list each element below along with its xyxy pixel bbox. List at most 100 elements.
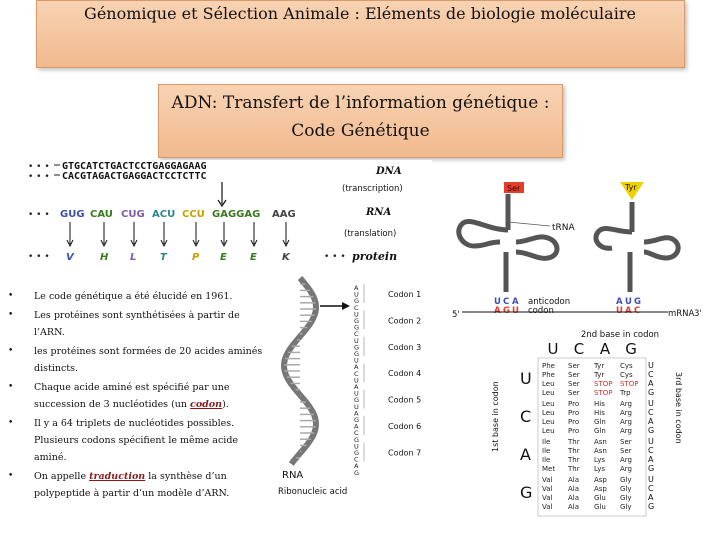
nucleotide: C (503, 297, 509, 307)
amino-acid-cell: His (594, 400, 605, 408)
nucleotide: G (634, 297, 641, 307)
amino-acid-cell: Glu (594, 494, 606, 502)
rna-fig-label: RNA (282, 470, 303, 481)
bullet-item: •On appelle traduction la synthèse d’un … (8, 468, 270, 502)
amino-acid-cell: Arg (620, 418, 632, 426)
amino-acid-cell: Pro (568, 418, 579, 426)
ser-label: Ser (507, 184, 521, 193)
five-prime-label: 5' (452, 310, 460, 320)
rna-codon: GUG (60, 209, 85, 220)
amino-acid-cell: Ser (568, 380, 580, 388)
codon-label: Codon 5 (388, 396, 421, 405)
first-base: A (520, 445, 531, 464)
anticodon-label: anticodon (528, 297, 570, 307)
title-banner (36, 0, 685, 68)
subtitle-line-2: Code Génétique (291, 121, 430, 141)
amino-acid-cell: Leu (542, 400, 555, 408)
amino-acid-cell: Leu (542, 409, 555, 417)
rna-base: G (354, 469, 359, 477)
amino-acid-cell: Cys (620, 362, 633, 370)
codon-label: Codon 6 (388, 422, 421, 431)
three-prime-label: 3' (694, 309, 702, 319)
third-base: U (648, 399, 654, 408)
amino-acid-cell: Arg (620, 465, 632, 473)
transcription-label: (transcription) (342, 184, 403, 194)
amino-acid-cell: Pro (568, 427, 579, 435)
rna-base: G (354, 343, 359, 351)
amino-acid: E (250, 252, 257, 263)
bullet-list: •Le code génétique a été élucidé en 1961… (8, 288, 270, 504)
rna-base: U (354, 376, 359, 384)
bullet-dot-icon: • (8, 310, 14, 320)
amino-acid-cell: Glu (594, 503, 606, 511)
third-base: A (648, 379, 654, 388)
amino-acid-cell: Val (542, 476, 553, 484)
amino-acid-cell: Thr (567, 456, 580, 464)
amino-acid: H (100, 252, 109, 263)
rna-base: U (354, 442, 359, 450)
dna-bottom-strand: CACGTAGACTGAGGACTCCTCTTC (62, 171, 207, 182)
amino-acid-cell: Asp (594, 485, 607, 493)
rna-base: G (354, 449, 359, 457)
third-base: C (648, 446, 654, 455)
amino-acid-cell: Ala (568, 485, 579, 493)
rna-base: U (354, 403, 359, 411)
amino-acid-cell: Ser (568, 389, 580, 397)
arrow-head-icon (66, 239, 74, 248)
amino-acid-cell: Arg (620, 409, 632, 417)
nucleotide: U (625, 297, 632, 307)
third-base: C (648, 408, 654, 417)
rna-base: A (354, 423, 359, 431)
rna-base: U (354, 291, 359, 299)
rna-base: C (354, 304, 359, 312)
amino-acid-cell: Tyr (593, 371, 604, 379)
subtitle-line-1: ADN: Transfert de l’information génétiqu… (171, 93, 550, 113)
amino-acid-cell: Ser (568, 371, 580, 379)
amino-acid-cell: Val (542, 485, 553, 493)
amino-acid-cell: Arg (620, 456, 632, 464)
amino-acid-cell: His (594, 409, 605, 417)
first-base: G (520, 483, 532, 502)
codon-label: codon (528, 306, 554, 316)
first-base-label: 1st base in codon (491, 381, 500, 452)
codon-label: Codon 3 (388, 343, 421, 352)
third-base: A (648, 417, 654, 426)
amino-acid-cell: Lys (594, 465, 605, 473)
amino-acid-cell: Ala (568, 494, 579, 502)
trna-label: tRNA (552, 223, 576, 233)
rna-base: C (354, 429, 359, 437)
amino-acid-cell: Leu (542, 380, 555, 388)
third-base: U (648, 437, 654, 446)
protein-label: protein (352, 250, 397, 263)
trna-right-shape (593, 202, 681, 292)
amino-acid-cell: Thr (567, 447, 580, 455)
amino-acid-cell: Thr (567, 438, 580, 446)
rna-codon: CAU (90, 209, 113, 220)
rna-base: C (354, 456, 359, 464)
rna-base: G (354, 416, 359, 424)
bullet-item: •Chaque acide aminé est spécifié par une… (8, 379, 270, 413)
bullet-text: les protéines sont formées de 20 acides … (34, 346, 263, 374)
amino-acid-cell: Val (542, 503, 553, 511)
arrow-head-icon (192, 239, 200, 248)
nucleotide: A (616, 297, 623, 307)
amino-acid-cell: Phe (542, 362, 555, 370)
third-base: C (648, 370, 654, 379)
second-base: G (625, 340, 637, 358)
bullet-dot-icon: • (8, 346, 14, 356)
dna-rna-protein-diagram: • • • • • • GTGCATCTGACTCCTGAGGAGAAG CAC… (24, 160, 432, 272)
rna-base: G (354, 396, 359, 404)
amino-acid-cell: Ser (620, 447, 632, 455)
bullet-text: On appelle (34, 471, 90, 482)
amino-acid-cell: Met (542, 465, 555, 473)
amino-acid-cell: Ile (542, 456, 550, 464)
nucleotide: U (616, 306, 623, 316)
amino-acid-cell: Val (542, 494, 553, 502)
amino-acid-cell: Tyr (593, 362, 604, 370)
amino-acid-cell: Gly (620, 476, 632, 484)
translation-label: (translation) (344, 229, 396, 239)
